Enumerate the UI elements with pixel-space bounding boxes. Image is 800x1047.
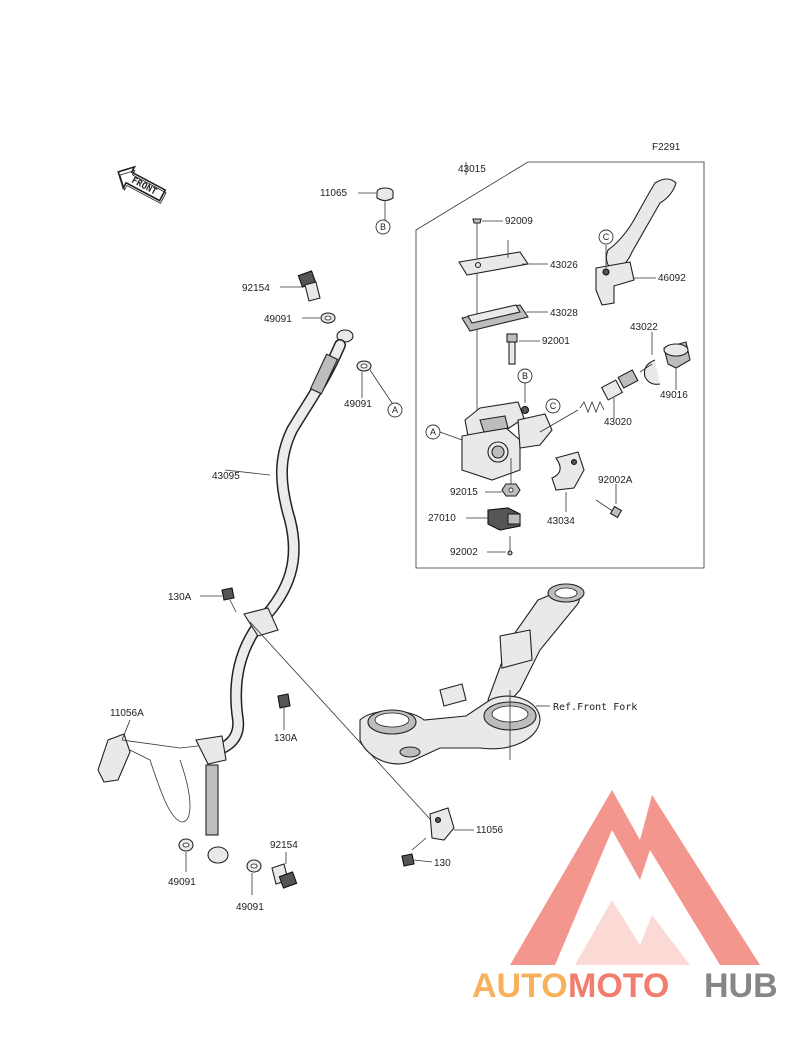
- washer-49091-bot1: [178, 838, 194, 872]
- nut-92015: [485, 458, 521, 497]
- label-49091-bot1: 49091: [168, 877, 196, 888]
- watermark-logo: AUTO MOTO HUB: [472, 790, 778, 1005]
- label-130a-top: 130A: [168, 592, 192, 603]
- bolt-130a-mid: [277, 693, 291, 730]
- circlip-43022: [643, 332, 661, 385]
- label-43095: 43095: [212, 471, 240, 482]
- label-92009: 92009: [505, 216, 533, 227]
- washer-49091-top2: [356, 360, 372, 398]
- boot-49016: [663, 341, 691, 390]
- piston-43020: [579, 363, 653, 418]
- bracket-11056: [429, 807, 474, 841]
- label-49016: 49016: [660, 390, 688, 401]
- assembly-box: [415, 161, 705, 569]
- label-43022: 43022: [630, 322, 658, 333]
- lever-46092: [595, 178, 677, 306]
- callout-a-body: A: [430, 427, 436, 437]
- label-43028: 43028: [550, 308, 578, 319]
- label-43026: 43026: [550, 260, 578, 271]
- label-27010: 27010: [428, 513, 456, 524]
- banjo-bolt-92154-top: [280, 270, 321, 302]
- label-92015: 92015: [450, 487, 478, 498]
- washer-49091-top1: [302, 312, 336, 324]
- front-arrow-icon: FRONT: [117, 165, 167, 204]
- label-49091-bot2: 49091: [236, 902, 264, 913]
- switch-27010: [466, 507, 521, 531]
- clamp-43034: [551, 451, 585, 512]
- label-92001: 92001: [542, 336, 570, 347]
- watermark-triangle-icon: [510, 790, 760, 965]
- label-49091-top1: 49091: [264, 314, 292, 325]
- callout-c-lever: C: [603, 232, 610, 242]
- label-130a-mid: 130A: [274, 733, 298, 744]
- screw-92002: [487, 536, 513, 556]
- label-49091-top2: 49091: [344, 399, 372, 410]
- label-92154-top: 92154: [242, 283, 270, 294]
- label-11056: 11056: [476, 825, 504, 836]
- label-43020: 43020: [604, 417, 632, 428]
- watermark-auto-text: AUTO: [472, 967, 568, 1005]
- callout-b-body: B: [522, 371, 528, 381]
- cap-11065: [358, 187, 394, 220]
- bolt-130a-top: [200, 587, 237, 613]
- label-92154-bot: 92154: [270, 840, 298, 851]
- bolt-92002a: [595, 484, 623, 519]
- master-cylinder-body: [461, 401, 579, 481]
- watermark-triangle-inner-icon: [575, 900, 690, 965]
- ref-front-fork-label: Ref.Front Fork: [553, 702, 637, 713]
- label-92002a: 92002A: [598, 475, 633, 486]
- washer-49091-bot2: [246, 859, 262, 895]
- figure-code: F2291: [652, 142, 681, 153]
- watermark-hub-text: HUB: [704, 967, 778, 1005]
- label-11065: 11065: [320, 188, 348, 199]
- screw-92009: [472, 218, 503, 235]
- callout-a-hose: A: [392, 405, 398, 415]
- bracket-11056a: [97, 719, 199, 823]
- callout-b-top: B: [380, 222, 386, 232]
- brake-hose-43095: [195, 329, 354, 864]
- front-fork-bracket: [359, 583, 585, 765]
- label-43015: 43015: [458, 164, 486, 175]
- watermark-moto-text: MOTO: [568, 967, 669, 1005]
- cover-43026: [458, 240, 548, 276]
- callout-c-body: C: [550, 401, 557, 411]
- label-46092: 46092: [658, 273, 686, 284]
- bolt-92001: [506, 333, 540, 365]
- label-11056a: 11056A: [110, 708, 144, 719]
- label-92002: 92002: [450, 547, 478, 558]
- label-43034: 43034: [547, 516, 575, 527]
- bolt-130: [401, 837, 433, 867]
- diaphragm-43028: [461, 304, 548, 332]
- banjo-bolt-92154-bot: [271, 852, 298, 889]
- label-130: 130: [434, 858, 451, 869]
